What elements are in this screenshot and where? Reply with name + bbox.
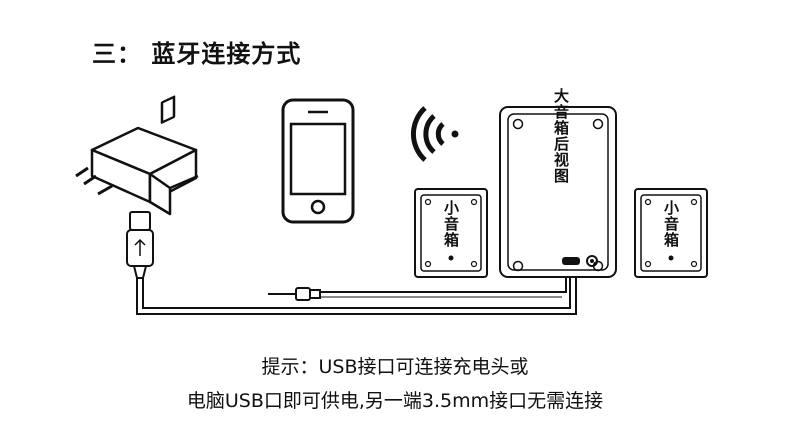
left-small-speaker: 小音箱 (414, 188, 488, 278)
usb-port (562, 257, 580, 265)
aux-port (586, 255, 598, 267)
usb-power-adapter-icon (75, 95, 199, 216)
usb-cable (136, 266, 577, 315)
tip-line-2: 电脑USB口即可供电,另一端3.5mm接口无需连接 (186, 390, 604, 412)
tip-line-1: 提示：USB接口可连接充电头或 (261, 356, 529, 378)
aux-jack-icon (268, 287, 321, 301)
left-speaker-label: 小音箱 (442, 200, 460, 248)
right-speaker-label: 小音箱 (662, 200, 680, 248)
usb-cable-outer (142, 266, 571, 309)
section-title: 三： 蓝牙连接方式 (92, 40, 302, 68)
main-speaker-label: 大音箱后视图 (552, 87, 570, 184)
smartphone-icon (281, 98, 355, 224)
wireless-signal-icon (410, 106, 459, 162)
usb-plug-icon (126, 211, 154, 279)
main-speaker: 大音箱后视图 (499, 87, 617, 278)
right-small-speaker: 小音箱 (634, 188, 708, 278)
